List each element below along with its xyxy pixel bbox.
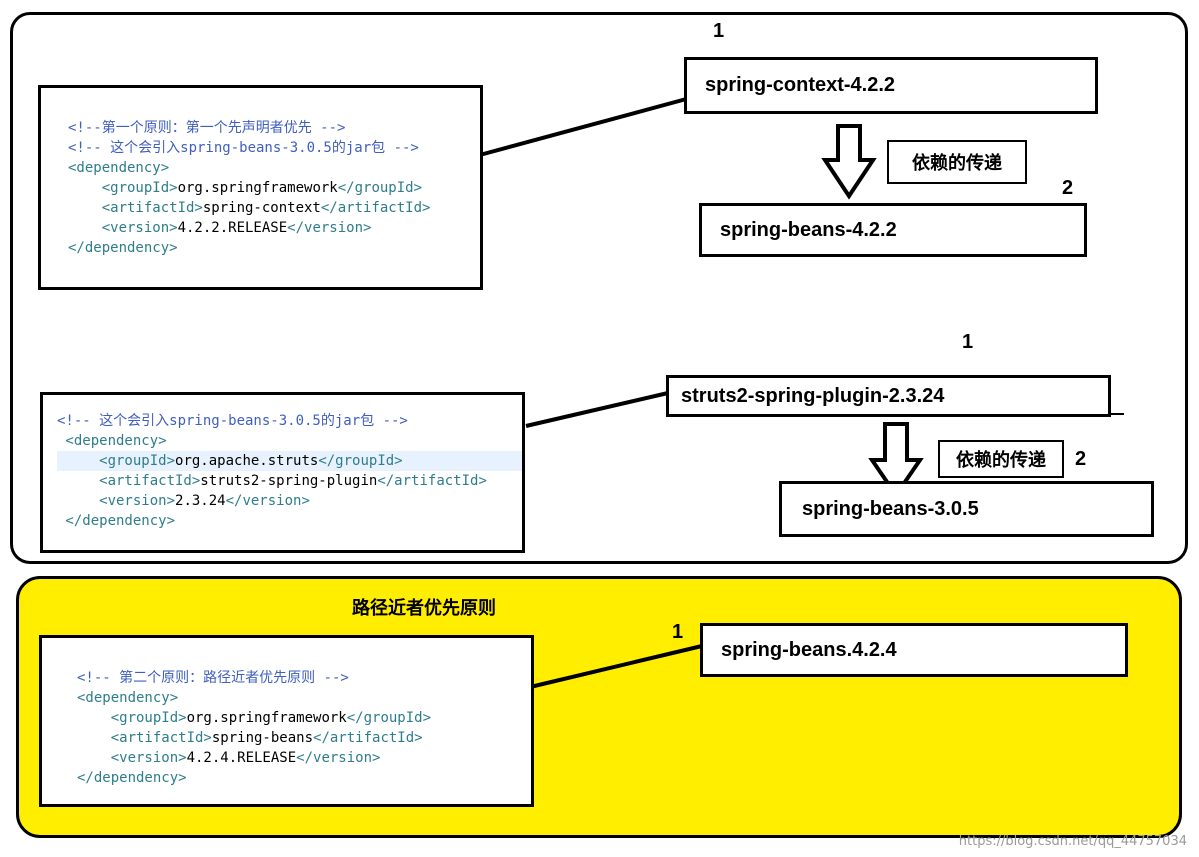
- code-token: </version>: [296, 750, 381, 766]
- code-token: org.springframework: [186, 710, 347, 726]
- code-token: <groupId>: [68, 180, 178, 196]
- down-arrow-icon: [868, 422, 924, 499]
- code-token: <version>: [77, 750, 187, 766]
- order-number: 1: [713, 20, 725, 42]
- code-token: org.apache.struts: [175, 453, 319, 469]
- code-token: <!-- 第二个原则：路径近者优先原则 -->: [77, 670, 349, 686]
- code-token: 4.2.4.RELEASE: [186, 750, 297, 766]
- code-token: <dependency>: [77, 690, 179, 706]
- code-token: </version>: [287, 220, 372, 236]
- lib-label: spring-beans-4.2.2: [720, 218, 897, 241]
- code-token: struts2-spring-plugin: [200, 473, 378, 489]
- code-line: <groupId>org.apache.struts</groupId>: [57, 451, 522, 471]
- code-token: <groupId>: [57, 453, 176, 469]
- transfer-label-text: 依赖的传递: [956, 450, 1046, 471]
- code-token: </version>: [225, 493, 310, 509]
- lib-spring-beans-305: spring-beans-3.0.5: [779, 481, 1154, 537]
- code-token: <!-- 这个会引入spring-beans-3.0.5的jar包 -->: [57, 413, 408, 429]
- code-line: <artifactId>spring-beans</artifactId>: [77, 728, 531, 748]
- code-token: 2.3.24: [175, 493, 226, 509]
- lib-label: spring-context-4.2.2: [705, 74, 896, 96]
- code-token: <artifactId>: [57, 473, 201, 489]
- code-token: 4.2.2.RELEASE: [177, 220, 288, 236]
- code-token: <artifactId>: [68, 200, 203, 216]
- watermark: https://blog.csdn.net/qq_44757034: [958, 834, 1187, 849]
- code-line: </dependency>: [77, 768, 531, 788]
- code-token: <version>: [68, 220, 178, 236]
- code-token: <groupId>: [77, 710, 187, 726]
- code-line: <dependency>: [57, 431, 522, 451]
- code-line: <!-- 这个会引入spring-beans-3.0.5的jar包 -->: [68, 138, 480, 158]
- code-line: <version>4.2.2.RELEASE</version>: [68, 218, 480, 238]
- code-token: <!--第一个原则：第一个先声明者优先 -->: [68, 120, 346, 136]
- code-token: </artifactId>: [313, 730, 423, 746]
- code-line: <groupId>org.springframework</groupId>: [68, 178, 480, 198]
- code-line: <version>2.3.24</version>: [57, 491, 522, 511]
- lib-spring-context: spring-context-4.2.2: [684, 57, 1098, 114]
- lib-label: spring-beans.4.2.4: [721, 638, 897, 661]
- code-line: </dependency>: [57, 511, 522, 531]
- code-token: <artifactId>: [77, 730, 212, 746]
- dependency-transfer-label: 依赖的传递: [938, 440, 1064, 478]
- code-snippet-spring-context: <!--第一个原则：第一个先声明者优先 --> <!-- 这个会引入spring-…: [38, 85, 483, 290]
- code-line: <artifactId>spring-context</artifactId>: [68, 198, 480, 218]
- connector-code3-to-spring-beans-424: [525, 644, 703, 690]
- code-token: <dependency>: [68, 160, 170, 176]
- code-token: org.springframework: [177, 180, 338, 196]
- code-token: </artifactId>: [377, 473, 487, 489]
- lib-struts2-spring-plugin: struts2-spring-plugin-2.3.24: [666, 375, 1111, 417]
- code-token: <!-- 这个会引入spring-beans-3.0.5的jar包 -->: [68, 140, 419, 156]
- nearest-path-title: 路径近者优先原则: [352, 598, 496, 619]
- code-token: </dependency>: [68, 240, 178, 256]
- code-token: <version>: [57, 493, 176, 509]
- code-token: </artifactId>: [320, 200, 431, 216]
- down-arrow-icon: [821, 124, 877, 200]
- code-token: </dependency>: [77, 770, 187, 786]
- code-line: </dependency>: [68, 238, 480, 258]
- code-line: <!--第一个原则：第一个先声明者优先 -->: [68, 118, 480, 138]
- lib-label: spring-beans-3.0.5: [802, 497, 979, 520]
- lib-label: struts2-spring-plugin-2.3.24: [681, 384, 945, 407]
- dependency-transfer-label: 依赖的传递: [887, 140, 1027, 184]
- transfer-label-text: 依赖的传递: [912, 153, 1002, 174]
- code-token: <dependency>: [57, 433, 167, 449]
- connector-code1-to-spring-context: [475, 96, 691, 158]
- lib-spring-beans-424: spring-beans.4.2.4: [700, 623, 1128, 677]
- order-number: 2: [1062, 177, 1074, 199]
- code-token: </dependency>: [57, 513, 176, 529]
- code-token: </groupId>: [318, 453, 403, 469]
- order-number: 1: [962, 331, 974, 353]
- order-number: 1: [672, 621, 684, 643]
- connector-code2-to-struts-plugin: [525, 391, 669, 428]
- code-line: <artifactId>struts2-spring-plugin</artif…: [57, 471, 522, 491]
- code-token: </groupId>: [337, 180, 423, 196]
- code-line: <version>4.2.4.RELEASE</version>: [77, 748, 531, 768]
- code-snippet-spring-beans: <!-- 第二个原则：路径近者优先原则 --> <dependency> <gro…: [39, 635, 534, 807]
- order-number: 2: [1075, 448, 1087, 470]
- code-line: <dependency>: [68, 158, 480, 178]
- code-snippet-struts-plugin: <!-- 这个会引入spring-beans-3.0.5的jar包 --> <d…: [40, 392, 525, 553]
- code-line: <dependency>: [77, 688, 531, 708]
- code-line: <groupId>org.springframework</groupId>: [77, 708, 531, 728]
- code-line: <!-- 第二个原则：路径近者优先原则 -->: [77, 668, 531, 688]
- code-line: <!-- 这个会引入spring-beans-3.0.5的jar包 -->: [57, 411, 522, 431]
- lib-spring-beans-422: spring-beans-4.2.2: [699, 203, 1087, 257]
- code-token: </groupId>: [346, 710, 432, 726]
- code-token: spring-beans: [211, 730, 314, 746]
- code-token: spring-context: [202, 200, 321, 216]
